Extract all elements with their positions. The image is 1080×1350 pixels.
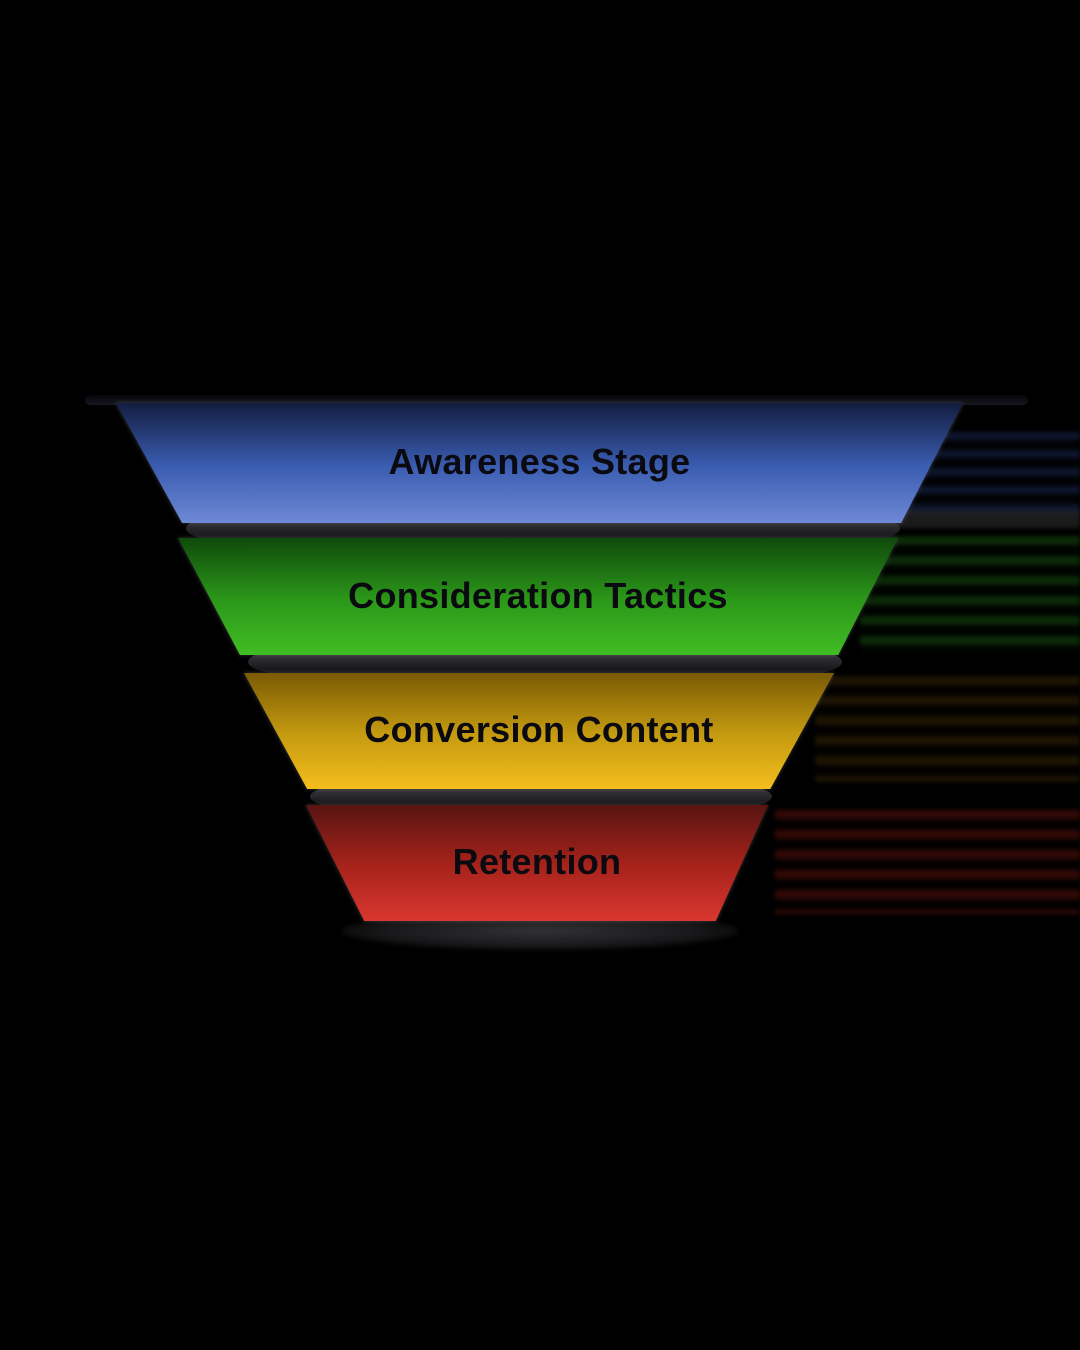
funnel-stage-conversion: Conversion Content: [244, 673, 834, 789]
funnel-stage-awareness: Awareness Stage: [116, 403, 963, 523]
funnel-stage-retention-shape: [306, 805, 768, 921]
funnel-stage-retention: Retention: [306, 805, 768, 921]
funnel-stage-conversion-shape: [244, 673, 834, 789]
funnel-stage-conversion-label: Conversion Content: [364, 709, 714, 751]
motion-blur-smear-conversion: [815, 676, 1080, 782]
funnel-top-shadow: [85, 395, 1028, 405]
funnel-stage-consideration-label: Consideration Tactics: [348, 574, 728, 616]
funnel-stage-retention-label: Retention: [452, 841, 622, 883]
motion-blur-smear-divider: [880, 510, 1080, 528]
funnel-stage-consideration-shape: [178, 538, 898, 655]
funnel-stage-awareness-label: Awareness Stage: [388, 441, 691, 483]
funnel-stage-awareness-shape: [116, 403, 963, 523]
motion-blur-smear-consideration: [860, 536, 1080, 654]
funnel-stage-consideration: Consideration Tactics: [178, 538, 898, 655]
motion-blur-smear-retention: [775, 810, 1080, 914]
